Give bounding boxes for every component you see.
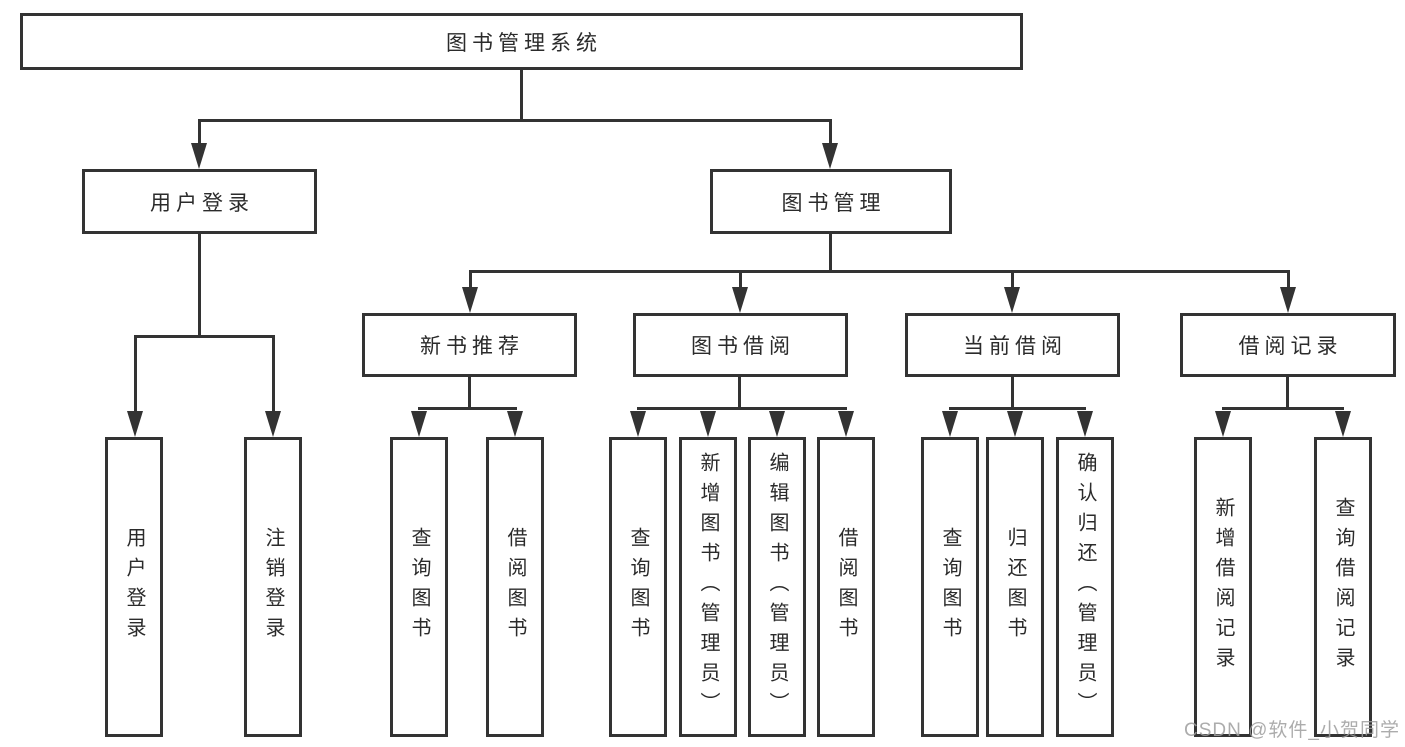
- arrow-down-icon: [822, 143, 838, 169]
- arrow-down-icon: [732, 287, 748, 313]
- connector-line: [198, 119, 832, 122]
- group-new-book-recommend: 新书推荐: [362, 313, 577, 377]
- arrow-down-icon: [462, 287, 478, 313]
- connector-line: [1011, 377, 1014, 410]
- connector-line: [198, 119, 201, 147]
- group-borrow-records: 借阅记录: [1180, 313, 1396, 377]
- arrow-down-icon: [942, 411, 958, 437]
- connector-line: [829, 234, 832, 273]
- branch-user-login-label: 用户登录: [150, 191, 254, 215]
- arrow-down-icon: [1280, 287, 1296, 313]
- leaf-borrow-query-book: 查询图书: [609, 437, 667, 737]
- leaf-borrow-book-label: 借阅图书: [835, 527, 857, 647]
- root-node: 图书管理系统: [20, 13, 1023, 70]
- arrow-down-icon: [507, 411, 523, 437]
- connector-line: [1287, 270, 1290, 289]
- leaf-add-book-admin-label: 新增图书（管理员）: [697, 452, 719, 722]
- leaf-current-query-book-label: 查询图书: [939, 527, 961, 647]
- connector-line: [829, 119, 832, 147]
- leaf-rec-borrow-book: 借阅图书: [486, 437, 544, 737]
- leaf-rec-query-book: 查询图书: [390, 437, 448, 737]
- group-new-book-recommend-label: 新书推荐: [420, 335, 524, 358]
- connector-line: [949, 407, 1086, 410]
- leaf-user-login: 用户登录: [105, 437, 163, 737]
- connector-line: [134, 335, 137, 413]
- arrow-down-icon: [1215, 411, 1231, 437]
- connector-line: [739, 270, 742, 289]
- leaf-add-borrow-record-label: 新增借阅记录: [1212, 497, 1234, 677]
- connector-line: [469, 270, 1290, 273]
- arrow-down-icon: [700, 411, 716, 437]
- connector-line: [469, 270, 472, 289]
- connector-line: [1011, 270, 1014, 289]
- leaf-rec-query-book-label: 查询图书: [408, 527, 430, 647]
- leaf-borrow-query-book-label: 查询图书: [627, 527, 649, 647]
- connector-line: [1286, 377, 1289, 410]
- leaf-rec-borrow-book-label: 借阅图书: [504, 527, 526, 647]
- leaf-logout-label: 注销登录: [262, 527, 284, 647]
- leaf-current-query-book: 查询图书: [921, 437, 979, 737]
- branch-book-management-label: 图书管理: [781, 191, 886, 215]
- group-book-borrow: 图书借阅: [633, 313, 848, 377]
- arrow-down-icon: [1004, 287, 1020, 313]
- group-borrow-records-label: 借阅记录: [1238, 335, 1343, 358]
- arrow-down-icon: [838, 411, 854, 437]
- watermark: CSDN @软件_小贺同学: [1184, 720, 1400, 741]
- arrow-down-icon: [191, 143, 207, 169]
- leaf-return-book-label: 归还图书: [1004, 527, 1026, 647]
- branch-book-management: 图书管理: [710, 169, 952, 234]
- connector-line: [198, 234, 201, 338]
- leaf-user-login-label: 用户登录: [123, 527, 145, 647]
- leaf-edit-book-admin-label: 编辑图书（管理员）: [766, 452, 788, 722]
- leaf-logout: 注销登录: [244, 437, 302, 737]
- group-current-borrow: 当前借阅: [905, 313, 1120, 377]
- connector-line: [418, 407, 517, 410]
- arrow-down-icon: [265, 411, 281, 437]
- connector-line: [468, 377, 471, 410]
- connector-line: [520, 69, 523, 122]
- root-node-label: 图书管理系统: [446, 31, 602, 55]
- connector-line: [1222, 407, 1344, 410]
- connector-line: [637, 407, 847, 410]
- arrow-down-icon: [630, 411, 646, 437]
- arrow-down-icon: [769, 411, 785, 437]
- connector-line: [738, 377, 741, 410]
- leaf-query-borrow-record: 查询借阅记录: [1314, 437, 1372, 737]
- arrow-down-icon: [1335, 411, 1351, 437]
- arrow-down-icon: [127, 411, 143, 437]
- leaf-add-book-admin: 新增图书（管理员）: [679, 437, 737, 737]
- branch-user-login: 用户登录: [82, 169, 317, 234]
- arrow-down-icon: [411, 411, 427, 437]
- leaf-add-borrow-record: 新增借阅记录: [1194, 437, 1252, 737]
- leaf-return-book: 归还图书: [986, 437, 1044, 737]
- leaf-borrow-book: 借阅图书: [817, 437, 875, 737]
- connector-line: [134, 335, 275, 338]
- leaf-confirm-return-admin: 确认归还（管理员）: [1056, 437, 1114, 737]
- arrow-down-icon: [1007, 411, 1023, 437]
- leaf-edit-book-admin: 编辑图书（管理员）: [748, 437, 806, 737]
- connector-line: [272, 335, 275, 413]
- group-book-borrow-label: 图书借阅: [691, 335, 795, 358]
- arrow-down-icon: [1077, 411, 1093, 437]
- leaf-confirm-return-admin-label: 确认归还（管理员）: [1074, 452, 1096, 722]
- leaf-query-borrow-record-label: 查询借阅记录: [1332, 497, 1354, 677]
- group-current-borrow-label: 当前借阅: [963, 335, 1067, 358]
